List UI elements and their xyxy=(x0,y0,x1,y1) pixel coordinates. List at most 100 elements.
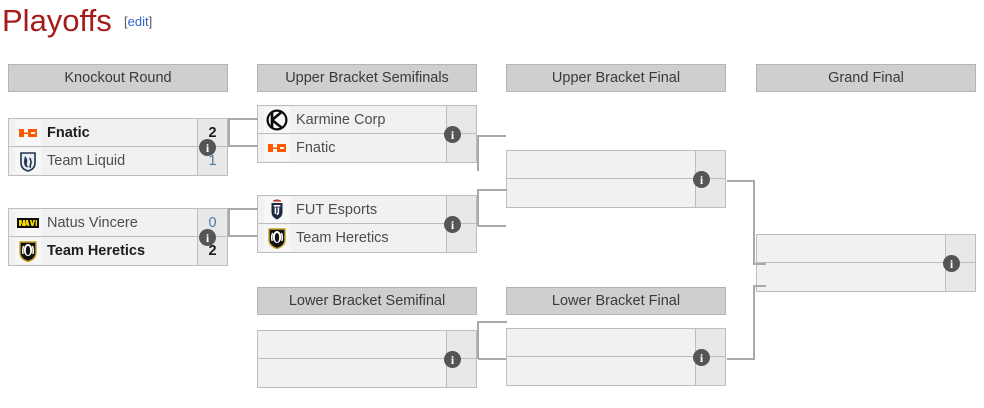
info-icon[interactable]: i xyxy=(444,216,461,233)
connector-lbsf-out xyxy=(478,358,506,360)
match-upper-bracket-final[interactable]: i xyxy=(506,150,726,208)
match-row[interactable]: Fnatic xyxy=(258,134,476,162)
round-header-label: Grand Final xyxy=(828,70,904,86)
opponent-bottom[interactable] xyxy=(507,179,695,207)
edit-bracket-open: [ xyxy=(124,14,128,29)
match-row[interactable]: FUT Esports xyxy=(258,196,476,224)
team-name: Team Heretics xyxy=(47,243,146,259)
round-header-label: Upper Bracket Semifinals xyxy=(285,70,449,86)
opponent-top[interactable] xyxy=(507,151,695,178)
info-icon[interactable]: i xyxy=(693,349,710,366)
match-row[interactable] xyxy=(507,329,725,357)
team-name: Team Heretics xyxy=(296,230,389,246)
round-header-lower-bracket-final: Lower Bracket Final xyxy=(506,287,726,315)
connector-ubsf2-vert xyxy=(477,190,479,226)
match-row[interactable]: Team Liquid 1 xyxy=(9,147,227,175)
edit-link[interactable]: edit xyxy=(127,14,149,29)
opponent-bottom[interactable]: Team Heretics xyxy=(258,224,446,252)
round-header-knockout-round: Knockout Round xyxy=(8,64,228,92)
opponent-top[interactable]: Fnatic xyxy=(9,119,197,146)
info-icon[interactable]: i xyxy=(943,255,960,272)
opponent-top[interactable] xyxy=(757,235,945,262)
connector-ubsf1-vert xyxy=(477,135,479,171)
match-row[interactable]: Karmine Corp xyxy=(258,106,476,134)
connector-ubf-in xyxy=(477,189,507,191)
opponent-bottom[interactable]: Team Heretics xyxy=(9,237,197,265)
team-name: Karmine Corp xyxy=(296,111,386,128)
match-row[interactable] xyxy=(507,151,725,179)
edit-section-link: [edit] xyxy=(124,14,152,30)
round-header-label: Lower Bracket Final xyxy=(551,293,681,309)
connector-ko2-out xyxy=(228,208,258,210)
opponent-top[interactable]: Natus Vincere xyxy=(9,209,197,236)
round-header-grand-final: Grand Final xyxy=(756,64,976,92)
match-grand-final[interactable]: i xyxy=(756,234,976,292)
match-row[interactable] xyxy=(757,235,975,263)
karmine-corp-logo xyxy=(264,106,290,133)
round-header-upper-bracket-semifinals: Upper Bracket Semifinals xyxy=(257,64,477,92)
heretics-logo xyxy=(264,225,290,251)
match-knockout-2[interactable]: Natus Vincere 0 Team Heretics 2 i xyxy=(8,208,228,266)
team-name: Team Liquid xyxy=(47,153,126,169)
round-header-upper-bracket-final: Upper Bracket Final xyxy=(506,64,726,92)
match-row[interactable]: Team Heretics 2 xyxy=(9,237,227,265)
opponent-bottom[interactable] xyxy=(757,263,945,291)
team-liquid-logo xyxy=(15,148,41,174)
connector-ko1-out xyxy=(228,118,258,120)
match-upper-bracket-semifinal-2[interactable]: FUT Esports Team Heretics i xyxy=(257,195,477,253)
navi-logo xyxy=(15,209,41,236)
info-icon[interactable]: i xyxy=(199,139,216,156)
match-row[interactable]: Natus Vincere 0 xyxy=(9,209,227,237)
connector-ko1-in xyxy=(228,145,258,147)
team-name: Fnatic xyxy=(47,124,90,141)
opponent-bottom[interactable] xyxy=(507,357,695,385)
connector-lbf-to-gf-vert xyxy=(753,286,755,360)
round-header-label: Knockout Round xyxy=(64,70,172,86)
opponent-bottom[interactable]: Team Liquid xyxy=(9,147,197,175)
connector-lbf-out xyxy=(727,358,755,360)
match-row[interactable] xyxy=(507,179,725,207)
round-header-label: Lower Bracket Semifinal xyxy=(288,293,446,309)
info-icon[interactable]: i xyxy=(444,126,461,143)
match-lower-bracket-final[interactable]: i xyxy=(506,328,726,386)
opponent-top[interactable] xyxy=(258,331,446,358)
score-top xyxy=(695,151,725,178)
match-row[interactable]: Team Heretics xyxy=(258,224,476,252)
team-name: Fnatic xyxy=(296,140,336,156)
opponent-bottom[interactable] xyxy=(258,359,446,387)
info-icon[interactable]: i xyxy=(199,229,216,246)
fnatic-logo xyxy=(15,119,41,146)
opponent-top[interactable] xyxy=(507,329,695,356)
match-row[interactable] xyxy=(258,331,476,359)
match-knockout-1[interactable]: Fnatic 2 Team Liquid 1 i xyxy=(8,118,228,176)
match-row[interactable] xyxy=(507,357,725,385)
page-title: Playoffs xyxy=(2,3,112,38)
team-name: Natus Vincere xyxy=(47,214,138,231)
round-header-lower-bracket-semifinal: Lower Bracket Semifinal xyxy=(257,287,477,315)
match-upper-bracket-semifinal-1[interactable]: Karmine Corp Fnatic i xyxy=(257,105,477,163)
info-icon[interactable]: i xyxy=(444,351,461,368)
connector-ko1-vert xyxy=(228,118,230,146)
heretics-logo xyxy=(15,238,41,264)
match-row[interactable]: Fnatic 2 xyxy=(9,119,227,147)
opponent-top[interactable]: Karmine Corp xyxy=(258,106,446,133)
connector-lbsf-vert xyxy=(477,322,479,359)
connector-ubf-to-gf-vert xyxy=(753,180,755,264)
fut-esports-logo xyxy=(264,196,290,223)
opponent-top[interactable]: FUT Esports xyxy=(258,196,446,223)
connector-ko2-in xyxy=(228,235,258,237)
match-lower-bracket-semifinal[interactable]: i xyxy=(257,330,477,388)
match-row[interactable] xyxy=(757,263,975,291)
connector-ubsf1-out xyxy=(478,135,506,137)
fnatic-logo xyxy=(264,135,290,161)
match-row[interactable] xyxy=(258,359,476,387)
opponent-bottom[interactable]: Fnatic xyxy=(258,134,446,162)
round-header-label: Upper Bracket Final xyxy=(551,70,681,86)
connector-ko2-vert xyxy=(228,208,230,236)
connector-gf-in-bottom xyxy=(753,285,766,287)
connector-lbf-in xyxy=(477,321,507,323)
info-icon[interactable]: i xyxy=(693,171,710,188)
connector-gf-in-top xyxy=(753,263,766,265)
edit-bracket-close: ] xyxy=(148,14,153,29)
connector-ubf-out xyxy=(727,180,755,182)
